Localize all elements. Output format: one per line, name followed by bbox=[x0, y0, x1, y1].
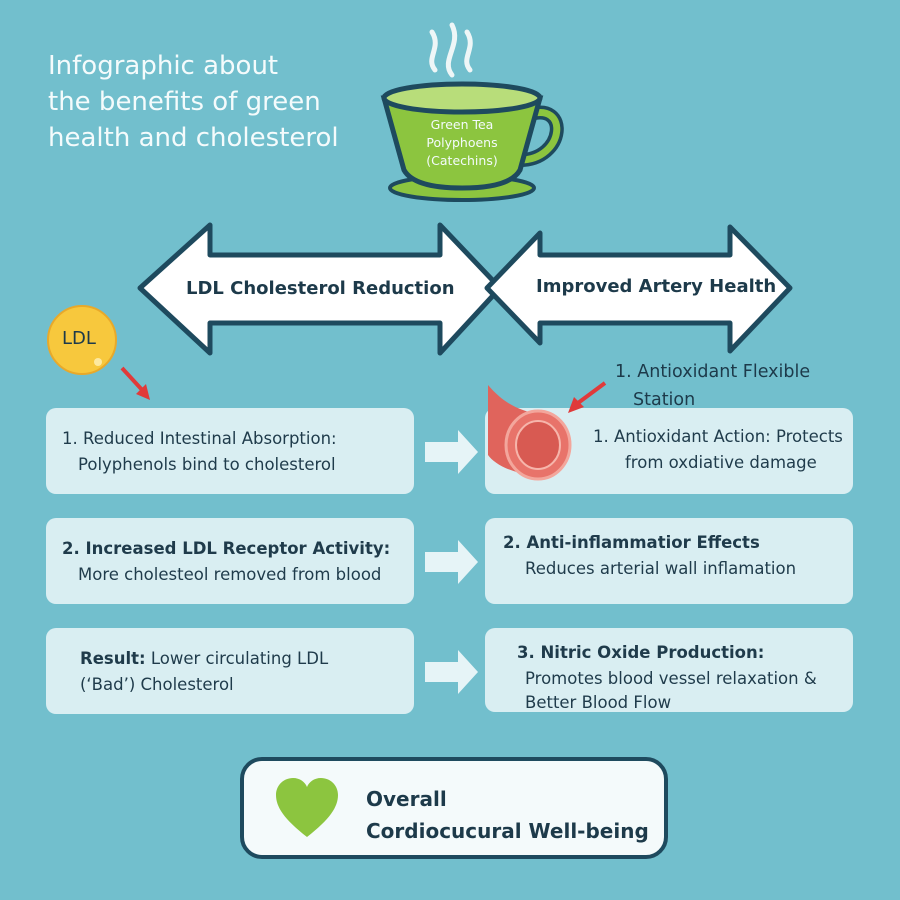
double-arrows bbox=[137, 222, 793, 356]
title-line: the benefits of green bbox=[48, 87, 321, 117]
box-heading: 1. Reduced Intestinal Absorption: bbox=[62, 429, 337, 448]
left-box-result: Result: Lower circulating LDL (‘Bad’) Ch… bbox=[46, 628, 414, 714]
tea-cup-icon bbox=[380, 22, 564, 202]
artery-health-label: Improved Artery Health bbox=[536, 276, 777, 297]
title-line: health and cholesterol bbox=[48, 123, 339, 153]
connector-arrow-icon bbox=[425, 430, 478, 474]
left-box-receptor: 2. Increased LDL Receptor Activity: More… bbox=[46, 518, 414, 604]
box-heading: 2. Increased LDL Receptor Activity: bbox=[62, 539, 391, 558]
ldl-reduction-label: LDL Cholesterol Reduction bbox=[186, 278, 455, 299]
box-body: Better Blood Flow bbox=[525, 693, 672, 712]
box-heading: Result: bbox=[80, 649, 146, 668]
red-arrow-icon bbox=[576, 381, 607, 405]
callout-line: Station bbox=[633, 390, 696, 410]
box-body: from oxdiative damage bbox=[625, 453, 817, 472]
left-box-absorption: 1. Reduced Intestinal Absorption: Polyph… bbox=[46, 408, 414, 494]
box-body: Polyphenols bind to cholesterol bbox=[78, 455, 336, 474]
connector-arrows bbox=[425, 430, 478, 694]
box-body: Promotes blood vessel relaxation & bbox=[525, 669, 817, 688]
box-heading: 1. Antioxidant Action: Protects bbox=[593, 427, 843, 446]
artery-health-arrow bbox=[484, 224, 793, 354]
overall-wellbeing-box: Overall Cordiocucural Well-being bbox=[240, 757, 668, 859]
ldl-particle-icon bbox=[47, 305, 150, 400]
artery-icon bbox=[488, 381, 607, 481]
box-heading: 3. Nitric Oxide Production: bbox=[517, 643, 765, 662]
ldl-badge-label: LDL bbox=[62, 328, 96, 349]
right-box-nitric-oxide: 3. Nitric Oxide Production: Promotes blo… bbox=[485, 628, 853, 712]
box-heading: 2. Anti-inflammatior Effects bbox=[503, 533, 760, 552]
connector-arrow-icon bbox=[425, 540, 478, 584]
title-line: Infographic about bbox=[48, 51, 279, 81]
final-line: Cordiocucural Well-being bbox=[366, 819, 649, 843]
overall-label: Overall Cordiocucural Well-being bbox=[366, 783, 649, 847]
heart-icon bbox=[276, 778, 338, 837]
box-body: (‘Bad’) Cholesterol bbox=[80, 675, 234, 694]
connector-arrow-icon bbox=[425, 650, 478, 694]
box-body: More cholesteol removed from blood bbox=[78, 565, 382, 584]
cup-label: Green Tea Polyphoens (Catechins) bbox=[400, 116, 524, 170]
cup-label-line: Polyphoens bbox=[426, 135, 498, 150]
artery-callout: 1. Antioxidant Flexible Station bbox=[615, 358, 810, 414]
final-line: Overall bbox=[366, 787, 447, 811]
infographic-title: Infographic about the benefits of green … bbox=[48, 48, 339, 156]
box-heading-rest: Lower circulating LDL bbox=[145, 649, 329, 668]
right-box-inflammation: 2. Anti-inflammatior Effects Reduces art… bbox=[485, 518, 853, 604]
cup-label-line: Green Tea bbox=[430, 117, 494, 132]
steam-icon bbox=[429, 22, 473, 78]
box-body: Reduces arterial wall inflamation bbox=[525, 559, 797, 578]
cup-label-line: (Catechins) bbox=[426, 153, 498, 168]
callout-line: 1. Antioxidant Flexible bbox=[615, 362, 811, 382]
